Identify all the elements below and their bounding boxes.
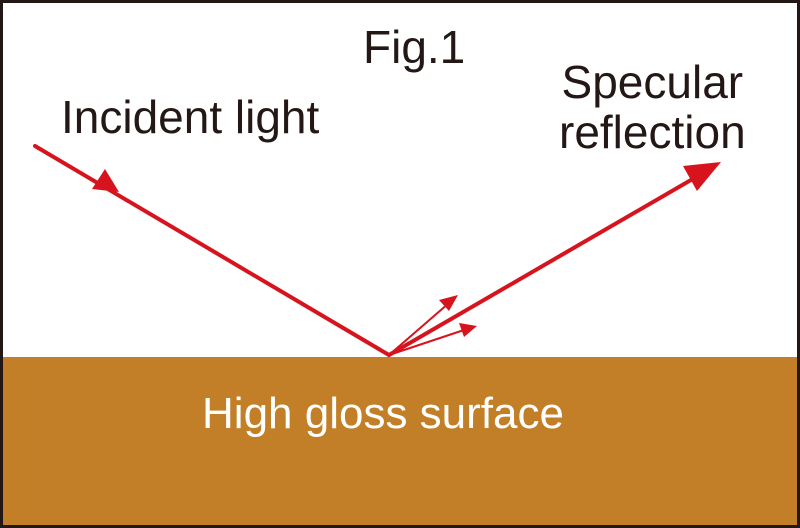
figure-title: Fig.1	[363, 21, 466, 73]
specular-label-line2: reflection	[559, 105, 746, 158]
incident-ray	[33, 144, 391, 357]
scatter-ray-lower	[388, 328, 468, 356]
scatter-arrowhead-upper-icon	[439, 295, 458, 311]
surface-label: High gloss surface	[202, 389, 564, 438]
incident-arrowhead-icon	[92, 169, 119, 192]
incident-light-label: Incident light	[61, 91, 320, 143]
reflected-arrowhead-icon	[683, 162, 721, 191]
ray-diagram	[33, 144, 721, 357]
scatter-arrowhead-lower-icon	[459, 323, 477, 337]
high-gloss-surface	[3, 357, 797, 525]
specular-reflection-ray	[387, 171, 705, 357]
specular-reflection-label: Specular reflection	[559, 56, 746, 158]
scatter-ray-upper	[388, 302, 450, 356]
specular-label-line1: Specular	[561, 56, 744, 108]
